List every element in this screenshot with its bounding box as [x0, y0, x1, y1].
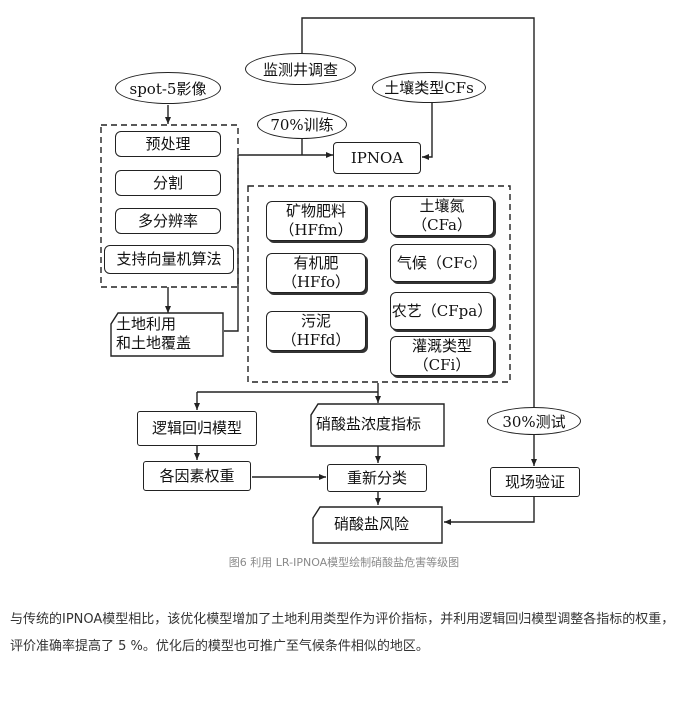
- field-verification-box: 现场验证: [490, 467, 580, 497]
- sludge-box: 污泥 （HFfd）: [266, 311, 366, 351]
- organic-fertilizer-box: 有机肥 （HFfo）: [266, 253, 366, 293]
- nitrate-risk-document-shape: [312, 506, 443, 544]
- test-30-oval: 30%测试: [487, 407, 581, 435]
- logistic-regression-box: 逻辑回归模型: [137, 411, 257, 446]
- svm-box: 支持向量机算法: [104, 245, 234, 274]
- train-70-oval: 70%训练: [257, 110, 347, 139]
- monitor-well-survey-oval: 监测井调查: [245, 53, 356, 85]
- mineral-fertilizer-box: 矿物肥料 （HFfm）: [266, 201, 366, 241]
- preprocess-box: 预处理: [115, 131, 221, 157]
- land-use-label: 土地利用 和土地覆盖: [116, 315, 191, 353]
- factors-frame: [247, 185, 511, 383]
- irrigation-type-box: 灌溉类型 （CFi）: [390, 336, 494, 376]
- nitrate-risk-label: 硝酸盐风险: [334, 515, 410, 533]
- multi-resolution-box: 多分辨率: [115, 208, 221, 234]
- agronomy-box: 农艺（CFpa）: [390, 292, 494, 330]
- spot5-image-oval: spot-5影像: [115, 72, 221, 104]
- figure-caption: 图6 利用 LR-IPNOA模型绘制硝酸盐危害等级图: [228, 556, 460, 569]
- nitrate-index-document-shape: [310, 403, 445, 447]
- segment-box: 分割: [115, 170, 221, 196]
- nitrate-index-label: 硝酸盐浓度指标: [316, 415, 422, 433]
- body-paragraph: 与传统的IPNOA模型相比，该优化模型增加了土地利用类型作为评价指标，并利用逻辑…: [10, 612, 675, 654]
- factor-weights-box: 各因素权重: [143, 461, 251, 491]
- land-use-document-shape: [110, 312, 224, 357]
- soil-type-oval: 土壤类型CFs: [372, 72, 486, 103]
- climate-box: 气候（CFc）: [390, 244, 494, 282]
- soil-nitrogen-box: 土壤氮 （CFa）: [390, 196, 494, 236]
- land-use-line2: 和土地覆盖: [116, 334, 192, 352]
- flow-connectors: [100, 17, 537, 525]
- land-use-line1: 土地利用: [116, 315, 177, 333]
- reclassification-box: 重新分类: [327, 464, 427, 492]
- ipnoa-box: IPNOA: [333, 142, 421, 174]
